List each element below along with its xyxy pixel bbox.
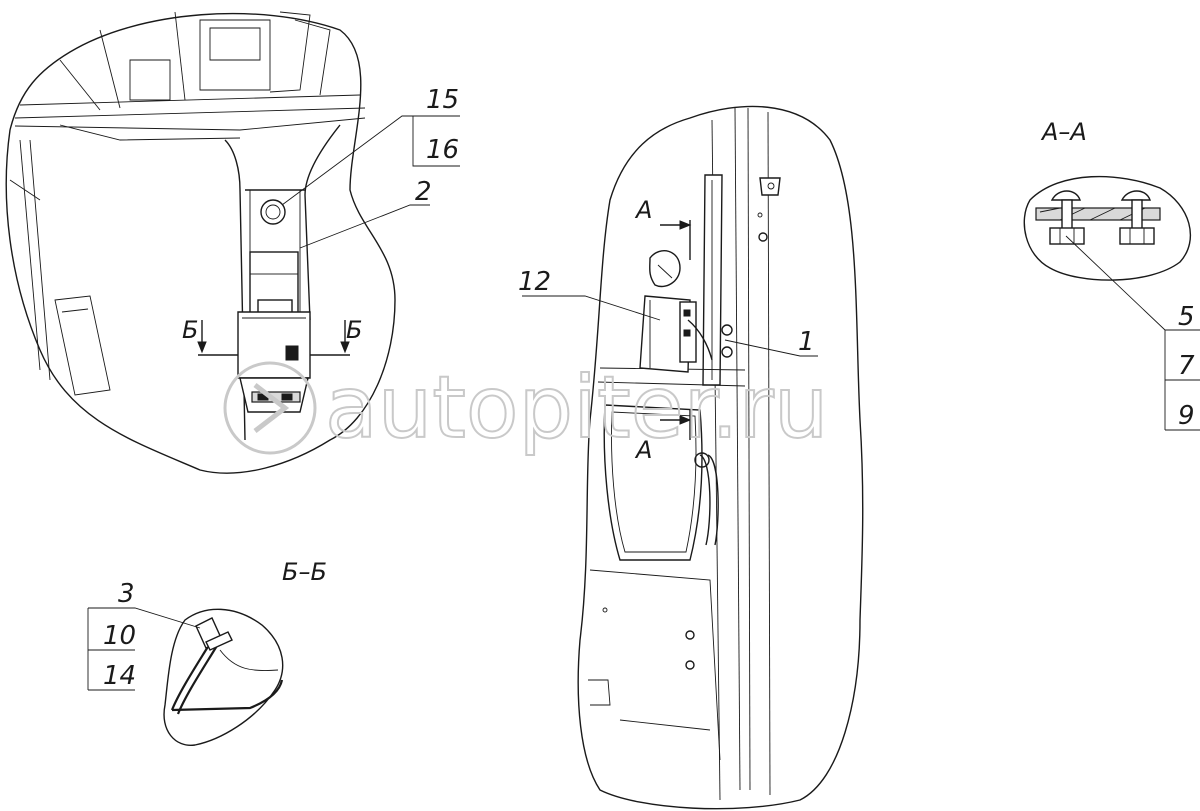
label-1: 1 bbox=[798, 327, 815, 357]
label-14: 14 bbox=[103, 661, 136, 691]
view-section-bb bbox=[87, 607, 284, 746]
label-3: 3 bbox=[118, 579, 135, 609]
section-b-marker-right: Б bbox=[346, 316, 362, 344]
label-10: 10 bbox=[103, 621, 136, 651]
label-5: 5 bbox=[1178, 302, 1195, 332]
label-16: 16 bbox=[426, 135, 459, 165]
view-door-center bbox=[522, 105, 864, 810]
label-7: 7 bbox=[1178, 351, 1195, 381]
view-cab-interior-top-left bbox=[5, 11, 460, 474]
watermark-text: autopiter.ru bbox=[325, 358, 828, 458]
label-2: 2 bbox=[415, 177, 432, 207]
watermark: autopiter.ru bbox=[223, 357, 829, 459]
label-9: 9 bbox=[1178, 401, 1195, 431]
label-12: 12 bbox=[518, 267, 551, 297]
section-aa-title: А–А bbox=[1040, 118, 1087, 146]
section-a-marker-top: А bbox=[634, 196, 652, 224]
label-15: 15 bbox=[426, 85, 459, 115]
section-bb-title: Б–Б bbox=[282, 558, 327, 586]
view-section-aa bbox=[1023, 175, 1200, 431]
section-b-marker-left: Б bbox=[182, 316, 198, 344]
section-a-marker-bottom: А bbox=[634, 436, 652, 464]
